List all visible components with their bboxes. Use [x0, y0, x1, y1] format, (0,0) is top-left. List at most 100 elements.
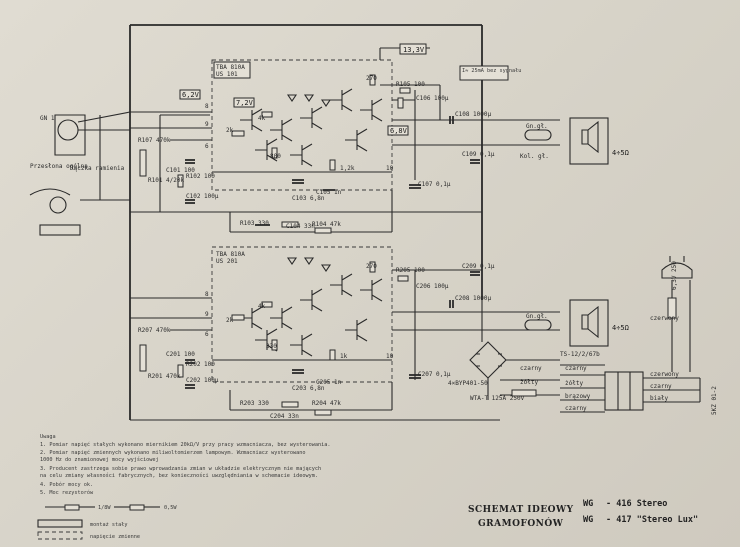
- label-transformer-side: 5KZ 01-2: [711, 386, 718, 415]
- label-r201: R201 470k: [148, 373, 181, 380]
- label-r103: R103 330: [240, 220, 269, 227]
- label-c101: C101 100: [166, 167, 195, 174]
- wire-2: żółty: [520, 379, 538, 386]
- supply-6v2: 6,2V: [182, 91, 200, 99]
- wire-7: czerwony: [650, 371, 679, 378]
- label-c108: C108 1000µ: [455, 111, 492, 118]
- label-r203: R203 330: [240, 400, 269, 407]
- val-1k-l: 1k: [340, 353, 348, 360]
- legend-note-1: montaż stały: [90, 522, 127, 528]
- wire-6: czarny: [565, 405, 587, 412]
- ic-lower-box: [211, 246, 393, 383]
- labels: TBA 810A US 101 TBA 810A US 201 13,3V 6,…: [30, 43, 718, 420]
- legend-res-1: 1/8W: [98, 505, 111, 511]
- label-r105: R105 100: [396, 81, 425, 88]
- supply-6v8: 6,8V: [390, 127, 408, 135]
- label-c102: C102 100µ: [186, 193, 219, 200]
- label-r101: R101 4/20k: [148, 177, 185, 184]
- note-2b: 1000 Hz do znamionowej mocy wyjściowej: [40, 456, 159, 463]
- label-c201: C201 100: [166, 351, 195, 358]
- supply-7v2: 7,2V: [236, 99, 254, 107]
- label-r204: R204 47k: [312, 400, 341, 407]
- val-270-l: 270: [366, 263, 377, 270]
- label-c208: C208 1000µ: [455, 295, 492, 302]
- title-line-1: SCHEMAT IDEOWY: [468, 505, 574, 515]
- label-c105: C105 1n: [316, 189, 342, 196]
- label-c204: C204 33n: [270, 413, 299, 420]
- supply-13v: 13,3V: [403, 46, 425, 54]
- speakers: [520, 117, 609, 347]
- model-2-prefix: WG: [583, 515, 593, 525]
- ic-upper-box: [211, 59, 393, 191]
- label-c206: C206 100µ: [416, 283, 449, 290]
- pin-8-l: 8: [205, 291, 209, 298]
- pickup-pin-1: GN 1: [40, 115, 55, 122]
- val-330-l: 330: [266, 343, 277, 350]
- title-block: SCHEMAT IDEOWY GRAMOFONÓW WG - 416 Stere…: [468, 499, 698, 529]
- supply-current-note: I≈ 25mA bez sygnału: [462, 68, 521, 74]
- note-5: 5. Moc rezystorów: [40, 489, 94, 496]
- label-transformer: TS-12/2/67b: [560, 351, 600, 358]
- val-2k-u: 2k: [226, 127, 234, 134]
- note-2: 2. Pomiar napięć zmiennych wykonano mili…: [40, 449, 305, 456]
- note-1: 1. Pomiar napięć stałych wykonano mierni…: [40, 441, 330, 448]
- speaker-lower-impedance: 4÷5Ω: [612, 324, 629, 332]
- speaker-upper-gn: Gn.gł.: [526, 123, 548, 130]
- wire-5: brązowy: [565, 393, 591, 400]
- wire-1: czarny: [520, 365, 542, 372]
- wire-4: żółty: [565, 380, 583, 387]
- wire-9: biały: [650, 395, 668, 402]
- label-c203: C203 6,8n: [292, 385, 325, 392]
- label-r205: R205 100: [396, 267, 425, 274]
- label-r107: R107 470k: [138, 137, 171, 144]
- legend-note-2: napięcie zmienne: [90, 534, 140, 540]
- pin-6-l: 6: [205, 331, 209, 338]
- wire-10: czerwony: [650, 315, 679, 322]
- note-3: 3. Producent zastrzega sobie prawo wprow…: [40, 466, 321, 472]
- speaker-upper-impedance: 4÷5Ω: [612, 149, 629, 157]
- lower-amp-circuit: [130, 257, 520, 416]
- label-fuse: WTA-T 125A 250V: [470, 395, 525, 402]
- label-c106: C106 100µ: [416, 95, 449, 102]
- label-c202: C202 100µ: [186, 377, 219, 384]
- label-r104: R104 47k: [312, 221, 341, 228]
- model-1-prefix: WG: [583, 499, 593, 509]
- pin-10-u: 10: [386, 165, 394, 172]
- ic-upper-ref: US 101: [216, 71, 238, 78]
- speaker-upper-tag: Kol. gł.: [520, 153, 549, 160]
- val-4k-l: 4k: [258, 303, 266, 310]
- notes-heading: Uwaga: [40, 434, 56, 440]
- label-c209: C209 0,1µ: [462, 263, 495, 270]
- label-r202: R202 100: [186, 361, 215, 368]
- label-r207: R207 470k: [138, 327, 171, 334]
- supply-6v3: 6,3V 250: [671, 261, 678, 290]
- val-2k-l: 2k: [226, 317, 234, 324]
- model-2-name: - 417 "Stereo Lux": [606, 515, 698, 525]
- legend-res-2: 0,5W: [164, 505, 177, 511]
- pin-8-u: 8: [205, 103, 209, 110]
- note-4: 4. Pobór mocy ok.: [40, 481, 93, 488]
- label-c107: C107 0,1µ: [418, 181, 451, 188]
- note-3b: na celu zmiany własności fabrycznych, be…: [40, 472, 318, 479]
- ic-lower-ref: US 201: [216, 258, 238, 265]
- val-800-u: 800: [270, 153, 281, 160]
- wire-8: czarny: [650, 383, 672, 390]
- pickup-label-1: Przesłona ogólna: [30, 163, 88, 170]
- val-4k-u: 4k: [258, 115, 266, 122]
- legend-symbols: [37, 504, 160, 540]
- val-270-u: 270: [366, 75, 377, 82]
- pickup-label-2: Rączka ramienia: [70, 165, 125, 172]
- label-c104: C104 33n: [286, 223, 315, 230]
- label-r102: R102 100: [186, 173, 215, 180]
- wire-3: czarny: [565, 365, 587, 372]
- label-c103: C103 6,8n: [292, 195, 325, 202]
- pin-9-u: 9: [205, 121, 209, 128]
- power-supply: [469, 256, 701, 413]
- label-c207: C207 0,1µ: [418, 371, 451, 378]
- speaker-lower-gn: Gn.gł.: [526, 313, 548, 320]
- pickup-section: [29, 111, 131, 236]
- title-line-2: GRAMOFONÓW: [478, 517, 564, 529]
- pin-10-l: 10: [386, 353, 394, 360]
